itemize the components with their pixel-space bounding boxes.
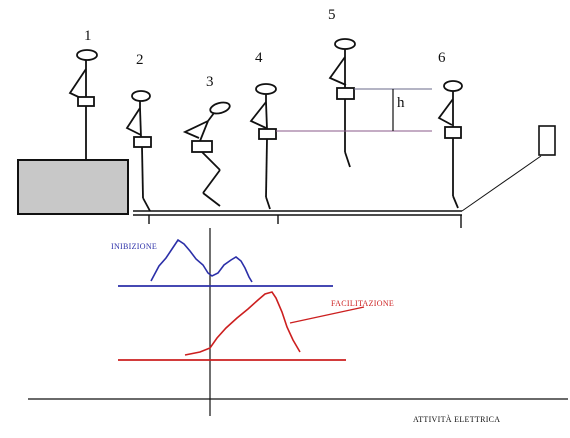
facilitation-label: FACILITAZIONE (331, 299, 394, 308)
figure-phase-2 (125, 90, 152, 212)
phase-number-4: 4 (255, 50, 263, 66)
figure-phase-3 (182, 101, 231, 207)
phase-number-6: 6 (438, 50, 446, 66)
recorder-device (538, 125, 556, 156)
phase-number-5: 5 (328, 7, 336, 23)
inhibition-label: INIBIZIONE (111, 242, 157, 251)
figure-phase-4 (249, 83, 277, 210)
force-plate (133, 210, 462, 228)
figure-phase-5 (328, 38, 356, 168)
figure-phase-1 (68, 49, 98, 160)
inhibition-trace (118, 238, 333, 287)
phase-number-1: 1 (84, 28, 92, 44)
figure-phase-6 (437, 80, 463, 209)
facilitation-trace (118, 291, 365, 361)
recorder-cable (461, 155, 542, 212)
jump-height-marker (276, 88, 432, 132)
platform-box (17, 159, 129, 215)
phase-number-2: 2 (136, 52, 144, 68)
electrical-activity-caption: ATTIVITÀ ELETTRICA (413, 414, 500, 424)
jump-height-label: h (397, 95, 405, 111)
phase-number-3: 3 (206, 74, 214, 90)
